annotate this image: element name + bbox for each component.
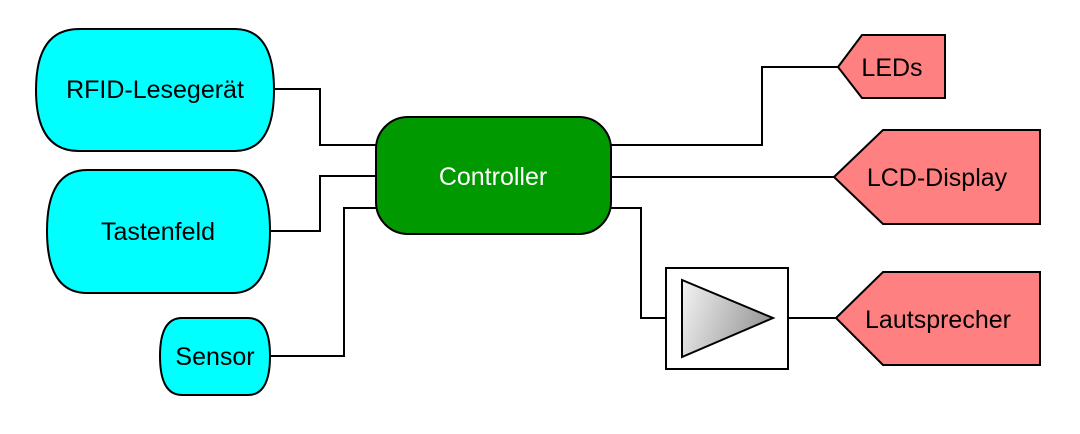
amplifier-block (665, 267, 789, 370)
input-sensor: Sensor (158, 317, 272, 396)
rfid-reader-label: RFID-Lesegerät (66, 76, 244, 104)
leds-label: LEDs (861, 54, 922, 82)
keypad-shape (45, 169, 272, 294)
speaker-shape (834, 271, 1041, 366)
connector-keypad-controller (270, 175, 376, 232)
controller-label: Controller (439, 163, 547, 191)
keypad-label: Tastenfeld (101, 218, 215, 246)
controller-shape (375, 116, 612, 235)
output-leds: LEDs (836, 34, 946, 99)
amplifier-triangle-icon (681, 278, 776, 359)
output-lcd-display: LCD-Display (832, 129, 1041, 225)
output-speaker: Lautsprecher (834, 271, 1041, 366)
sensor-shape (158, 317, 272, 396)
connector-sensor-controller (270, 207, 376, 357)
input-rfid-reader: RFID-Lesegerät (34, 28, 276, 152)
connector-controller-leds (611, 66, 838, 146)
lcd-display-shape (832, 129, 1041, 225)
lcd-display-label: LCD-Display (867, 164, 1008, 192)
connector-controller-amplifier (611, 207, 666, 319)
input-keypad: Tastenfeld (45, 169, 272, 294)
sensor-label: Sensor (175, 343, 254, 371)
connector-rfid-controller (274, 88, 376, 146)
rfid-reader-shape (34, 28, 276, 152)
connections (270, 66, 838, 357)
leds-shape (836, 34, 946, 99)
speaker-label: Lautsprecher (865, 306, 1011, 334)
controller-block: Controller (375, 116, 612, 235)
